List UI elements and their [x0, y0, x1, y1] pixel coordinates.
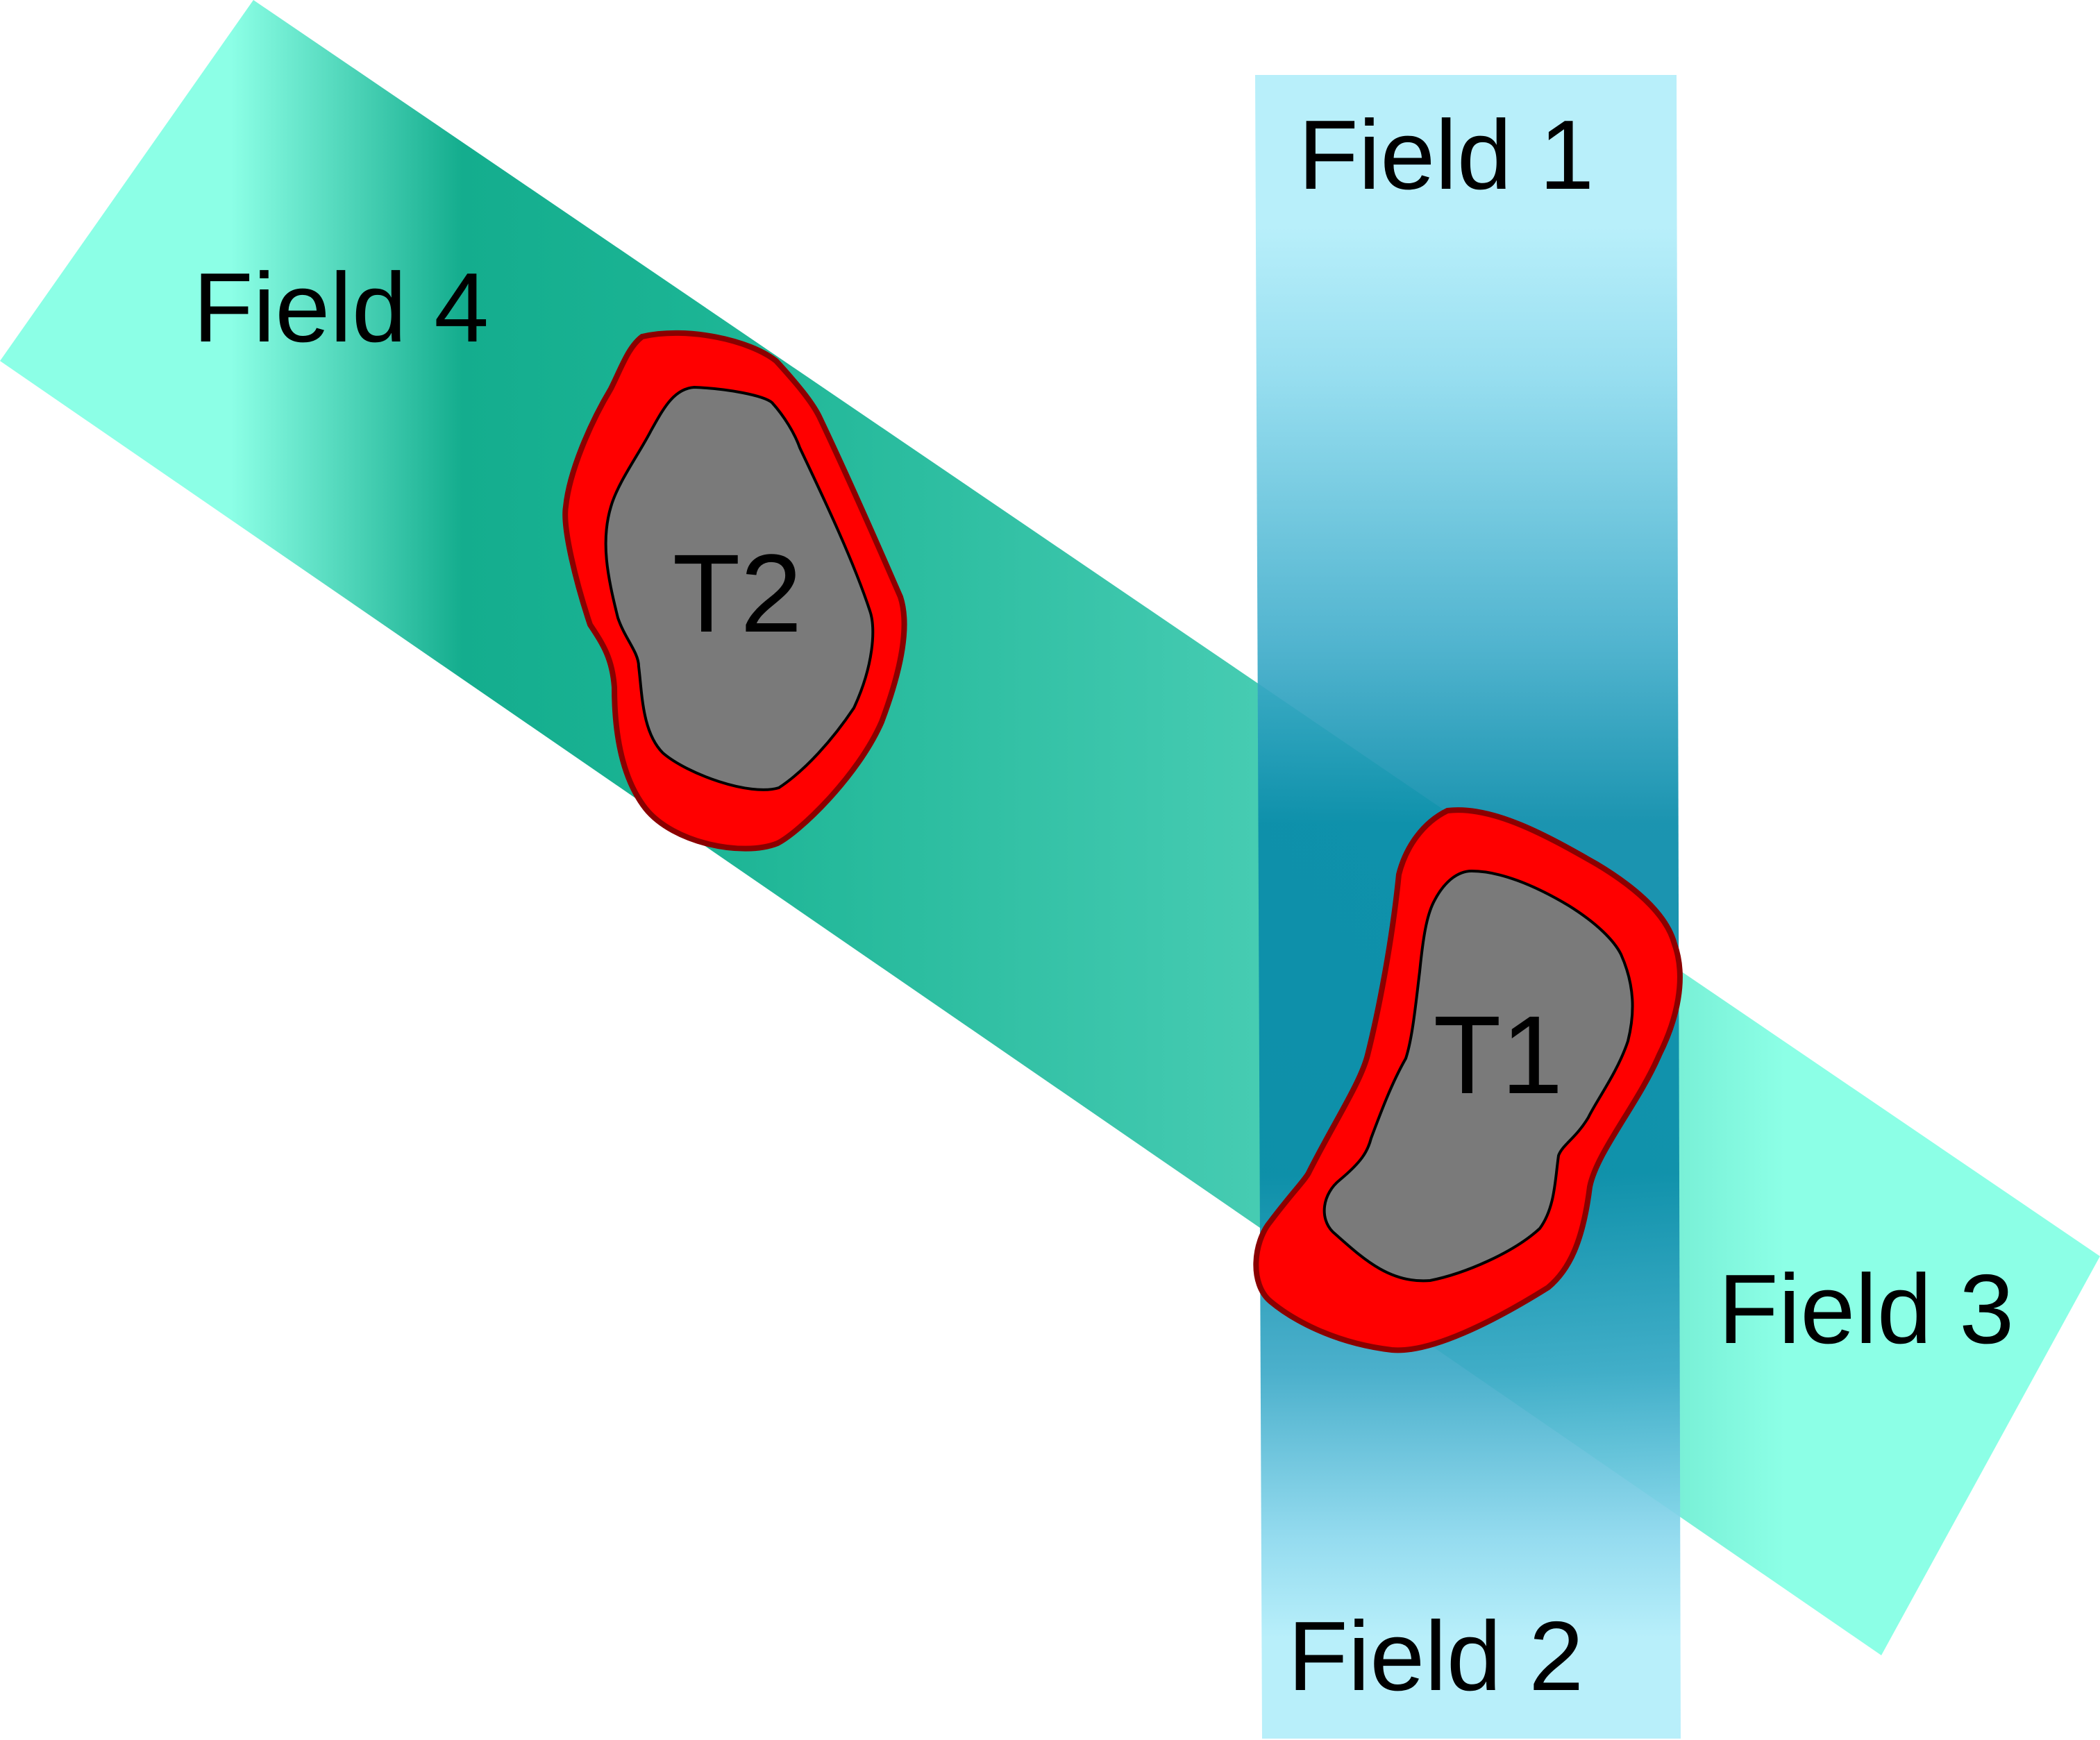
tumor-t1-core	[1322, 869, 1634, 1283]
field-2-label: Field 2	[1288, 1601, 1584, 1712]
field-4-label: Field 4	[193, 253, 489, 363]
tumor-t1-label: T1	[1434, 993, 1563, 1117]
field-1-label: Field 1	[1298, 100, 1594, 210]
tumor-t2-core	[604, 385, 875, 791]
field-3-label: Field 3	[1718, 1254, 2014, 1365]
tumor-t1: T1	[1253, 807, 1683, 1353]
tumor-t2-label: T2	[673, 531, 803, 655]
tumor-t2: T2	[562, 330, 907, 852]
diagonal-beam-field-3-4	[0, 0, 2100, 1655]
